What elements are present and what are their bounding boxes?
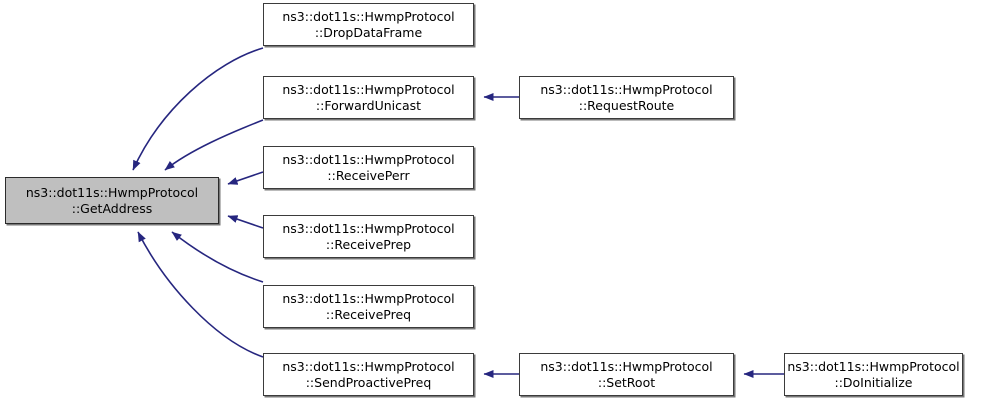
node-getaddress[interactable]: ns3::dot11s::HwmpProtocol ::GetAddress xyxy=(5,177,219,224)
node-getaddress-line1: ns3::dot11s::HwmpProtocol xyxy=(25,184,199,200)
node-dropdataframe-line1: ns3::dot11s::HwmpProtocol xyxy=(282,8,455,24)
node-forwardunicast-line1: ns3::dot11s::HwmpProtocol xyxy=(282,81,455,97)
edge-forwardunicast-to-getaddress xyxy=(164,119,264,171)
edge-sendproactivepreq-to-getaddress xyxy=(137,231,264,358)
node-doinitialize-line1: ns3::dot11s::HwmpProtocol xyxy=(787,358,960,374)
edge-receiveprep-to-getaddress xyxy=(227,215,264,229)
edge-dropdataframe-to-getaddress xyxy=(132,47,264,171)
node-receiveprep[interactable]: ns3::dot11s::HwmpProtocol ::ReceivePrep xyxy=(263,215,474,258)
node-dropdataframe-line2: ::DropDataFrame xyxy=(314,24,423,40)
node-receivepreq-line2: ::ReceivePreq xyxy=(325,306,412,322)
node-receiveperr[interactable]: ns3::dot11s::HwmpProtocol ::ReceivePerr xyxy=(263,146,474,189)
node-receiveperr-line1: ns3::dot11s::HwmpProtocol xyxy=(282,151,455,167)
node-requestroute-line1: ns3::dot11s::HwmpProtocol xyxy=(540,81,713,97)
node-forwardunicast[interactable]: ns3::dot11s::HwmpProtocol ::ForwardUnica… xyxy=(263,76,474,119)
node-receiveperr-line2: ::ReceivePerr xyxy=(327,167,410,183)
node-requestroute[interactable]: ns3::dot11s::HwmpProtocol ::RequestRoute xyxy=(519,76,734,119)
node-setroot[interactable]: ns3::dot11s::HwmpProtocol ::SetRoot xyxy=(519,353,734,396)
edge-receivepreq-to-getaddress xyxy=(171,231,264,283)
node-setroot-line1: ns3::dot11s::HwmpProtocol xyxy=(540,358,713,374)
node-receiveprep-line2: ::ReceivePrep xyxy=(325,236,412,252)
node-doinitialize-line2: ::DoInitialize xyxy=(834,374,913,390)
node-receiveprep-line1: ns3::dot11s::HwmpProtocol xyxy=(282,220,455,236)
node-receivepreq[interactable]: ns3::dot11s::HwmpProtocol ::ReceivePreq xyxy=(263,285,474,328)
node-sendproactivepreq-line2: ::SendProactivePreq xyxy=(305,374,432,390)
node-receivepreq-line1: ns3::dot11s::HwmpProtocol xyxy=(282,290,455,306)
node-dropdataframe[interactable]: ns3::dot11s::HwmpProtocol ::DropDataFram… xyxy=(263,3,474,46)
node-sendproactivepreq-line1: ns3::dot11s::HwmpProtocol xyxy=(282,358,455,374)
node-getaddress-line2: ::GetAddress xyxy=(71,200,153,216)
edge-receiveperr-to-getaddress xyxy=(227,171,264,185)
node-doinitialize[interactable]: ns3::dot11s::HwmpProtocol ::DoInitialize xyxy=(784,353,963,396)
node-requestroute-line2: ::RequestRoute xyxy=(578,97,675,113)
node-setroot-line2: ::SetRoot xyxy=(597,374,656,390)
node-sendproactivepreq[interactable]: ns3::dot11s::HwmpProtocol ::SendProactiv… xyxy=(263,353,474,396)
node-forwardunicast-line2: ::ForwardUnicast xyxy=(315,97,422,113)
